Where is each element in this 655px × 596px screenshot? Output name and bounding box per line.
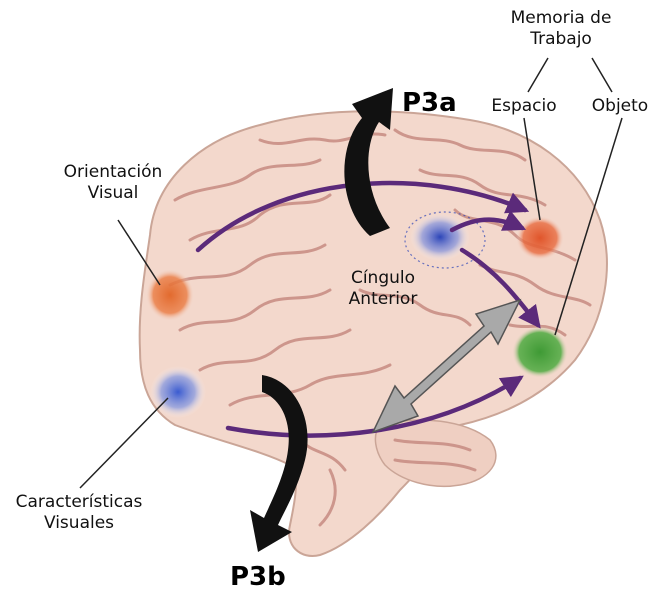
memoria-line1: Memoria de [496,8,626,29]
cingulo-line1: Cíngulo [338,268,428,289]
caracteristicas-label: Características Visuales [4,492,154,534]
memoria-label: Memoria de Trabajo [496,8,626,50]
caracteristicas-line1: Características [4,492,154,513]
orientacion-line2: Visual [48,183,178,204]
cingulo-line2: Anterior [338,289,428,310]
orientacion-line1: Orientación [48,162,178,183]
orientacion-label: Orientación Visual [48,162,178,204]
espacio-region [516,216,564,260]
p3a-label: P3a [402,88,457,118]
visual-features-region [150,366,206,418]
objeto-label: Objeto [585,96,655,117]
p3b-label: P3b [230,562,286,592]
line-caracteristicas [80,398,168,488]
line-memoria-espacio [528,58,548,92]
cingulate-region [410,213,470,261]
espacio-label: Espacio [484,96,564,117]
orientation-visual-region [146,269,194,321]
cingulo-label: Cíngulo Anterior [338,268,428,310]
caracteristicas-line2: Visuales [4,513,154,534]
objeto-region [512,326,568,378]
line-memoria-objeto [592,58,612,92]
memoria-line2: Trabajo [496,29,626,50]
